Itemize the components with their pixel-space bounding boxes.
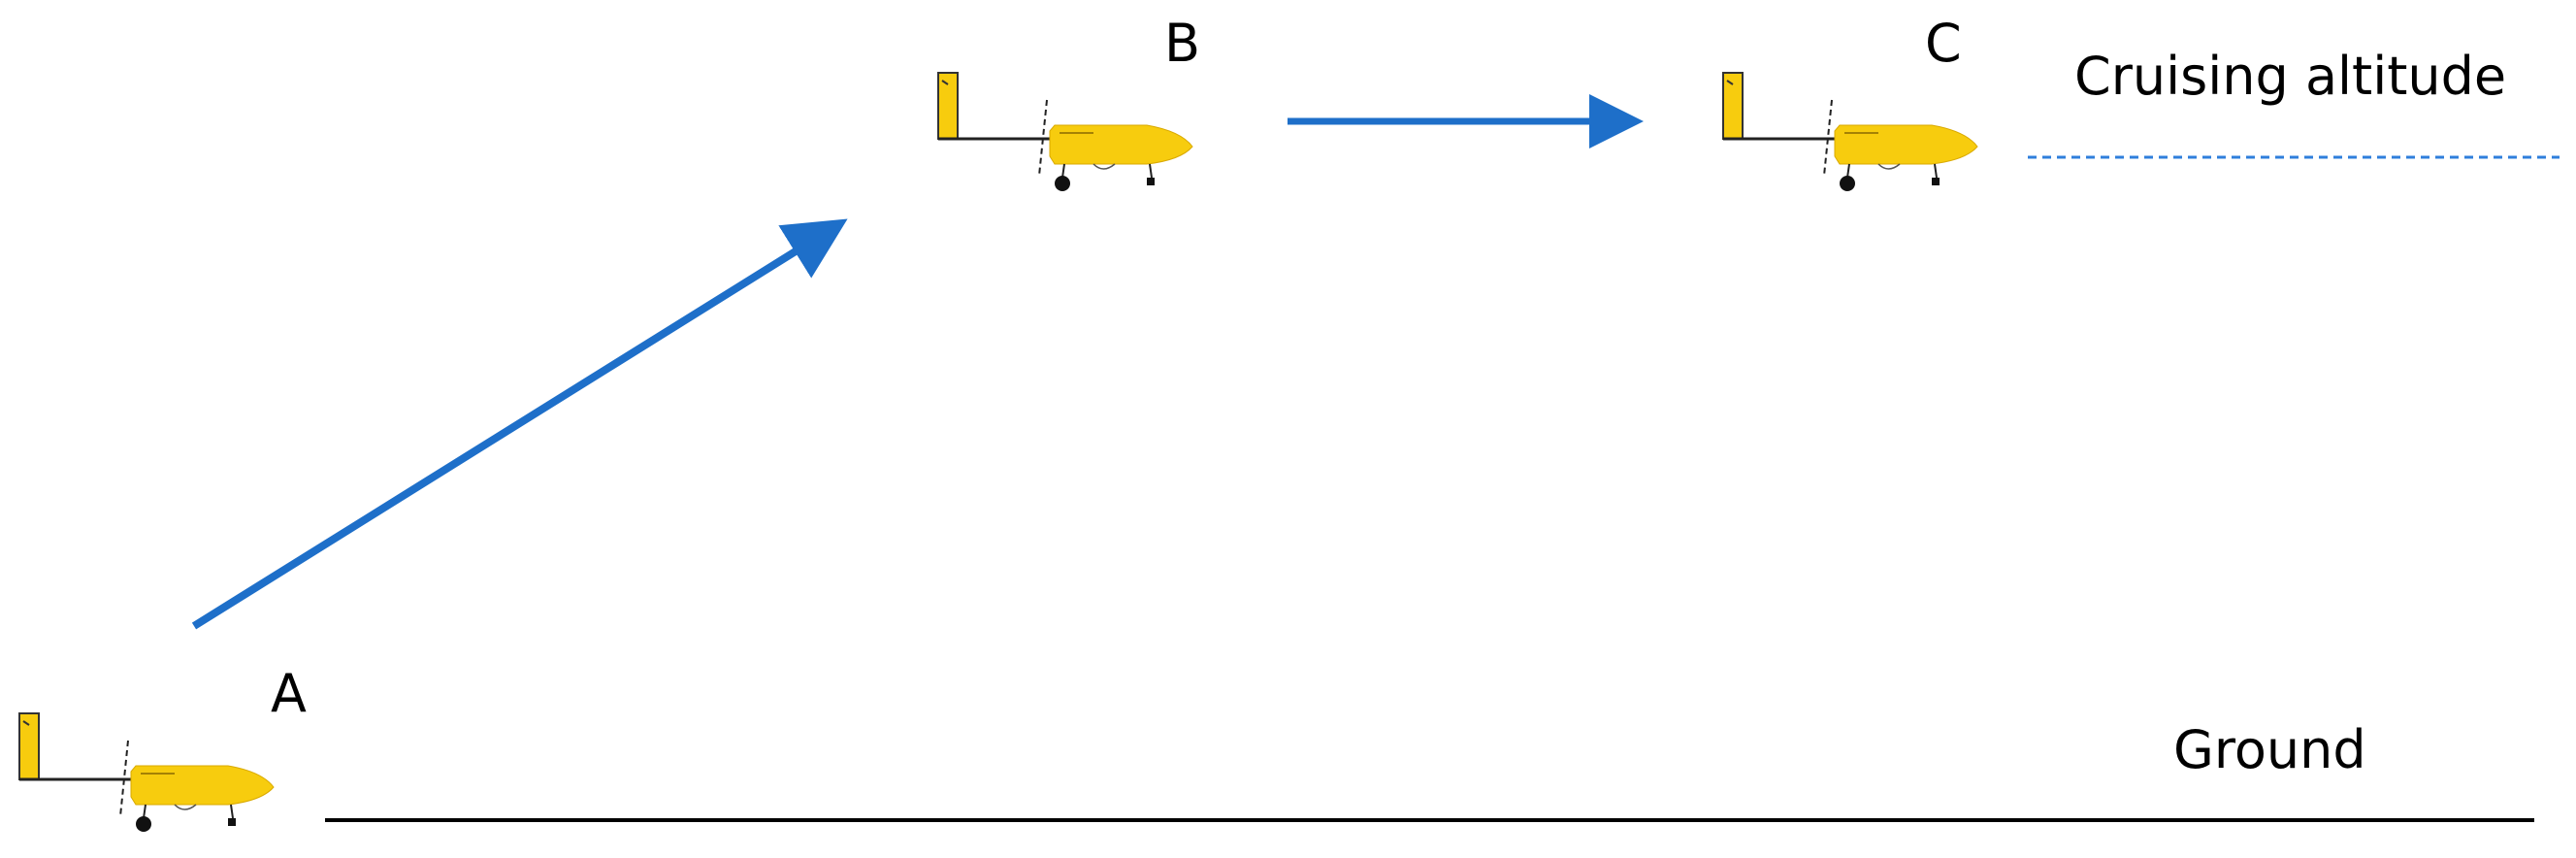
ground-label: Ground xyxy=(2173,719,2366,780)
cruising-altitude-label: Cruising altitude xyxy=(2074,46,2506,107)
uav-aircraft-icon-c xyxy=(1721,71,1979,193)
point-label-a: A xyxy=(271,663,307,724)
climb-arrow xyxy=(191,218,848,630)
uav-aircraft-icon-a xyxy=(17,711,276,834)
point-label-b: B xyxy=(1164,13,1200,74)
point-label-c: C xyxy=(1925,13,1962,74)
uav-aircraft-icon-b xyxy=(936,71,1194,193)
